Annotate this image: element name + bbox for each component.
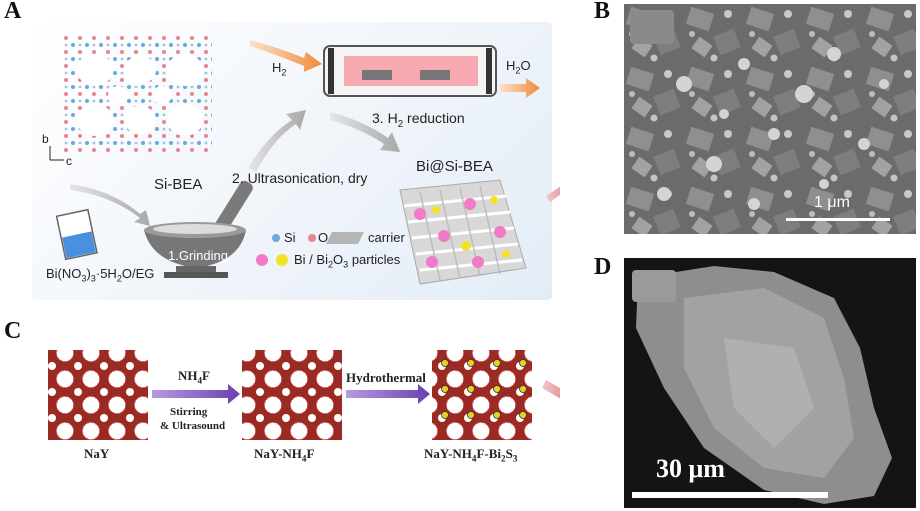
panel-letter-d: D [594,254,612,280]
axis-b-label: b [42,132,49,146]
h2o-out-label: H2O [506,58,531,76]
scale-label-d: 30 μm [656,454,725,483]
si-bea-framework [62,36,212,152]
scale-label-b: 1 μm [814,194,850,211]
step-2-label: 2. Ultrasonication, dry [232,170,368,186]
panel-letter-a: A [4,0,22,24]
bi-si-bea-carrier [399,179,527,285]
product-label: Bi@Si-BEA [416,158,493,175]
panel-letter-b: B [594,0,611,24]
nh4f-label: NH4F [178,368,210,386]
zeolite-nay-nh4f-bi2s3 [432,350,532,440]
axis-indicator [49,146,64,161]
precursor-label: Bi(NO3)3·5H2O/EG [46,266,155,284]
legend-bi-pink-dot [256,254,268,266]
panel-a-diagram [49,36,560,285]
mortar-pestle-icon [144,180,253,278]
hydrothermal-label: Hydrothermal [346,370,426,385]
legend-si-dot [272,234,280,242]
sem-texture-b [624,4,916,234]
sample-nay-nh4f-bi2s3-label: NaY-NH4F-Bi2S3 [424,446,518,464]
legend-si-label: Si [284,230,296,245]
sem-image-d: 30 μm [624,258,916,508]
sample-nay-label: NaY [84,446,110,461]
step-3-label: 3. H2 reduction [372,110,465,130]
sem-particle-d [632,266,892,504]
arrow-lattice-to-mortar [70,184,150,226]
reactor-tube[interactable] [323,45,497,97]
axis-c-label: c [66,154,72,168]
sem-image-b: 1 μm [624,4,916,234]
condition-2-label: & Ultrasound [160,420,226,432]
arrow-h2-in [250,40,322,72]
legend-carrier-label: carrier [368,230,405,245]
arrow-nh4f [152,384,240,404]
scale-bar-b [786,218,890,221]
lattice-label: Si-BEA [154,176,203,193]
panel-letter-c: C [4,318,22,344]
zeolite-nay-nh4f [242,350,342,440]
legend-bi-yellow-dot [276,254,288,266]
legend-carrier-icon [326,232,364,244]
arrow-hydrothermal [346,384,430,404]
arrow-to-panel-b [546,186,560,202]
condition-1-label: Stirring [170,406,208,418]
beaker-icon [55,208,98,261]
arrow-h2-reduction [330,112,400,152]
panel-c-diagram [48,350,560,440]
step-1-label: 1.Grinding [168,248,228,263]
bi2s3-particles [441,359,527,419]
arrow-ultrasonication [248,110,306,172]
scale-bar-d [632,492,828,498]
legend-o-label: O [318,230,329,245]
arrow-to-panel-d [542,380,560,399]
legend-bi-label: Bi / Bi2O3 particles [294,252,401,270]
sample-nay-nh4f-label: NaY-NH4F [254,446,315,464]
legend-o-dot [308,234,316,242]
arrow-h2o-out [500,78,540,98]
h2-in-label: H2 [272,60,287,78]
zeolite-nay [48,350,148,440]
